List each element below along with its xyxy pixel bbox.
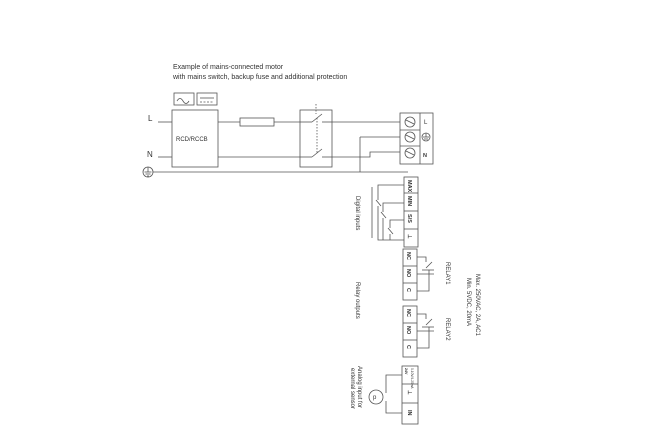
pressure-sensor-icon [368,389,384,405]
digital-inputs-block [371,176,419,248]
analog-terminal-ground: ⊥ [406,390,413,395]
analog-input-label-1: Analog input for [356,366,362,408]
analog-input-block [385,365,419,425]
relay2-label: RELAY2 [444,318,450,341]
ac-symbol-icon [173,92,195,106]
line-label: L [148,114,153,123]
analog-terminal-24v: 24V [404,368,408,375]
terminal-n-label: N [423,153,427,159]
caption-line-1: Example of mains-connected motor [173,64,284,71]
di-terminal-max: MAX [406,180,412,193]
rcd-label: RCD/RCCB [176,137,208,143]
caption-line-2: with mains switch, backup fuse and addit… [172,74,347,81]
relay1-no: NO [405,269,411,278]
relay2-c: C [405,345,411,349]
earth-terminal-icon [421,132,431,142]
relay2-block [402,305,434,358]
relay2-no: NO [405,326,411,335]
relay2-nc: NC [405,309,411,317]
relay1-nc: NC [405,252,411,260]
sensor-symbol: p [373,395,377,401]
backup-fuse [239,117,275,127]
rcd-box [171,109,219,168]
mains-switch [299,104,333,168]
di-terminal-min: MIN [406,196,412,206]
relay1-c: C [405,288,411,292]
di-terminal-ss: S/S [406,214,412,223]
mains-terminal-block [399,112,434,165]
analog-terminal-in: IN [406,410,412,416]
neutral-label: N [147,150,153,159]
dc-symbol-icon [196,92,218,106]
analog-terminal-range: 0-10V/4-20mA [410,368,414,389]
ground-symbol-icon [142,166,154,178]
analog-input-label-2: external sensor [349,368,355,409]
di-terminal-ground: ⊥ [406,234,413,239]
relay1-label: RELAY1 [444,262,450,285]
digital-inputs-label: Digital inputs [354,196,360,230]
terminal-l-label: L [424,120,428,126]
relay-rating-line-1: Max. 250VAC, 2A, AC1 [474,274,480,337]
relay-outputs-label: Relay outputs [354,282,360,319]
relay-rating-line-2: Min. 5VDC, 20mA [465,278,471,326]
relay1-block [402,248,434,301]
